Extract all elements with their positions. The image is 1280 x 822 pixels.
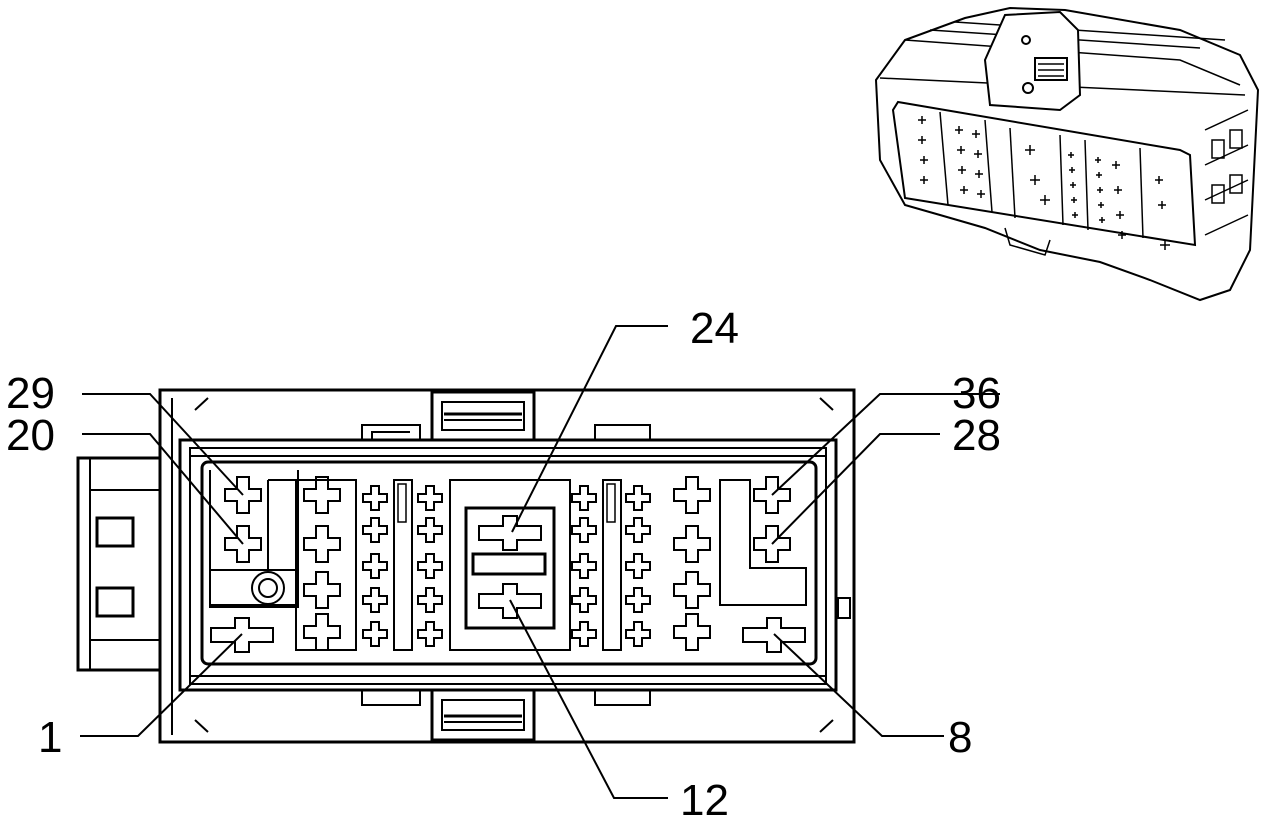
- callout-12: 12: [680, 776, 729, 822]
- leader-28: [771, 433, 940, 545]
- connector-front-view: [76, 388, 856, 744]
- connector-isometric-view: [874, 6, 1260, 302]
- callout-29: 29: [6, 369, 55, 418]
- leader-12: [509, 599, 668, 799]
- leader-36: [771, 393, 1000, 496]
- callout-36: 36: [952, 369, 1001, 418]
- leader-1: [80, 633, 243, 737]
- callout-labels: 24 29 20 36 28 1 8 12: [6, 304, 1001, 822]
- callout-28: 28: [952, 411, 1001, 460]
- leader-29: [82, 393, 244, 496]
- callout-8: 8: [948, 713, 972, 762]
- leader-24: [511, 325, 668, 533]
- callout-leaders: [80, 325, 1000, 799]
- callout-20: 20: [6, 411, 55, 460]
- callout-1: 1: [38, 713, 62, 762]
- callout-24: 24: [690, 304, 739, 353]
- leader-8: [773, 633, 944, 737]
- leader-20: [82, 433, 244, 545]
